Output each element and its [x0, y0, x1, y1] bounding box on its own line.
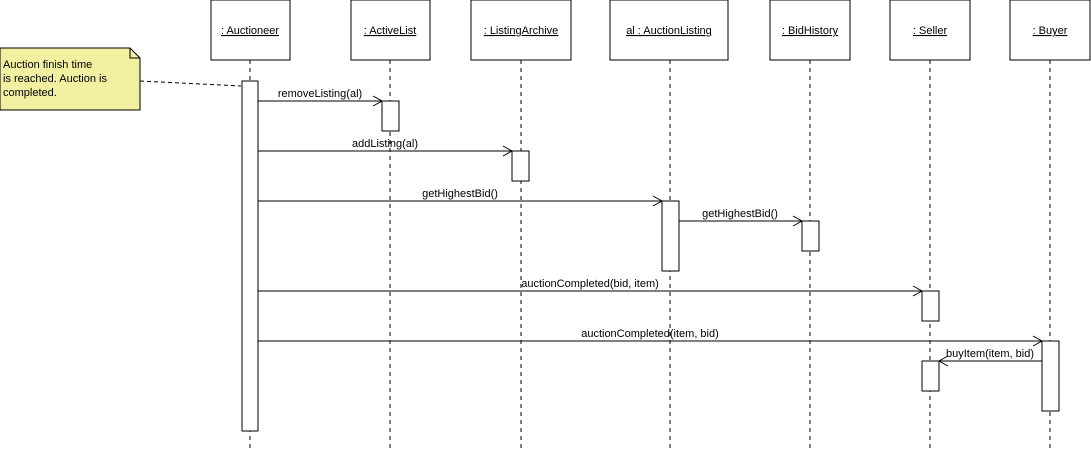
message-auction-completed-seller[interactable]: auctionCompleted(bid, item) — [258, 278, 924, 297]
message-buy-item[interactable]: buyItem(item, bid) — [937, 348, 1042, 367]
lifeline-buyer[interactable]: : Buyer — [1009, 0, 1091, 452]
message-remove-listing[interactable]: removeListing(al) — [258, 88, 384, 107]
lifeline-label-buyer: : Buyer — [1033, 25, 1068, 37]
message-label-get-highest-bid-2: getHighestBid() — [702, 208, 778, 220]
lifeline-label-bidhistory: : BidHistory — [782, 25, 839, 37]
note-connector — [139, 80, 242, 87]
activation-auctioneer — [241, 80, 259, 432]
activation-listingarchive — [511, 150, 530, 182]
activation-seller-2 — [921, 360, 940, 392]
message-get-highest-bid-2[interactable]: getHighestBid() — [679, 208, 804, 227]
note[interactable]: Auction finish time is reached. Auction … — [0, 47, 242, 111]
note-line-3: completed. — [3, 87, 57, 99]
lifeline-listingarchive[interactable]: : ListingArchive — [470, 0, 572, 452]
activation-auctionlisting — [661, 200, 680, 272]
activation-seller-1 — [921, 290, 940, 322]
message-label-remove-listing: removeListing(al) — [278, 88, 362, 100]
lifeline-label-seller: : Seller — [913, 25, 948, 37]
message-auction-completed-buyer[interactable]: auctionCompleted(item, bid) — [258, 328, 1044, 347]
note-line-2: is reached. Auction is — [3, 73, 107, 85]
message-label-add-listing: addListing(al) — [352, 138, 418, 150]
message-label-auction-completed-buyer: auctionCompleted(item, bid) — [581, 328, 719, 340]
activation-activelist — [381, 100, 400, 132]
lifeline-label-activelist: : ActiveList — [364, 25, 417, 37]
lifeline-label-auctionlisting: al : AuctionListing — [626, 25, 712, 37]
message-label-auction-completed-seller: auctionCompleted(bid, item) — [521, 278, 659, 290]
lifeline-activelist[interactable]: : ActiveList — [350, 0, 431, 452]
activation-buyer — [1041, 340, 1060, 412]
message-add-listing[interactable]: addListing(al) — [258, 138, 514, 157]
lifeline-bidhistory[interactable]: : BidHistory — [769, 0, 851, 452]
message-get-highest-bid-1[interactable]: getHighestBid() — [258, 188, 664, 207]
lifeline-label-listingarchive: : ListingArchive — [484, 25, 559, 37]
message-label-get-highest-bid-1: getHighestBid() — [422, 188, 498, 200]
lifeline-label-auctioneer: : Auctioneer — [221, 25, 279, 37]
message-label-buy-item: buyItem(item, bid) — [946, 348, 1034, 360]
activation-bidhistory — [801, 220, 820, 252]
note-line-1: Auction finish time — [3, 59, 92, 71]
lifeline-seller[interactable]: : Seller — [889, 0, 971, 452]
